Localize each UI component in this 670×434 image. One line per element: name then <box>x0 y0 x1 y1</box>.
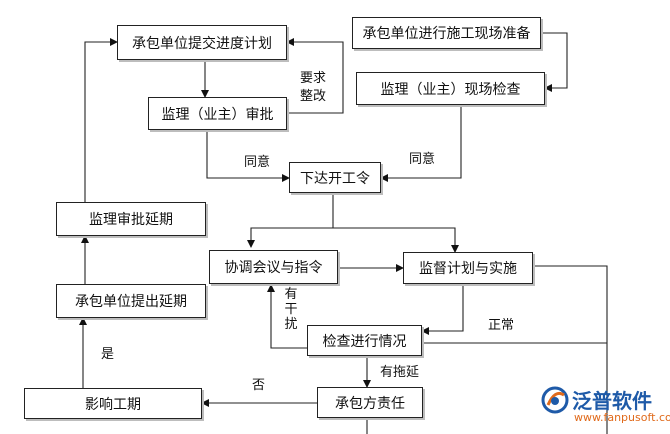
edge-order-down <box>247 193 334 248</box>
label-agree-right: 同意 <box>409 152 436 167</box>
label-interference: 有干扰 <box>284 287 298 332</box>
node-request-extension: 承包单位提出延期 <box>56 284 206 318</box>
label-no: 否 <box>252 378 266 393</box>
node-supervisor-approve: 监理（业主）审批 <box>148 97 287 130</box>
edge-prep-to-inspect <box>541 32 568 92</box>
label-agree-left: 同意 <box>244 155 271 170</box>
edge-approve-to-order <box>206 130 290 182</box>
edge-normal-right <box>533 265 608 434</box>
label-rectify: 要求 整改 <box>299 71 326 104</box>
node-coord-meeting: 协调会议与指令 <box>209 250 338 284</box>
node-submit-plan: 承包单位提交进度计划 <box>117 25 287 60</box>
logo-text: 泛普软件 <box>572 389 652 413</box>
edge-inspect-to-order <box>380 105 462 182</box>
edge-rectify-loop <box>286 38 344 114</box>
fanpu-logo: 泛普软件 www.fanpusoft.com <box>540 383 670 431</box>
node-schedule-impact: 影响工期 <box>24 388 202 419</box>
node-contractor-resp: 承包方责任 <box>317 387 423 418</box>
node-site-prep: 承包单位进行施工现场准备 <box>352 17 541 49</box>
node-supervise-impl: 监督计划与实施 <box>403 252 533 284</box>
edge-extension-to-plan <box>84 38 118 202</box>
label-normal: 正常 <box>488 318 515 333</box>
label-yes: 是 <box>101 347 115 362</box>
fanpu-logo-icon <box>541 386 569 414</box>
edge-supervise-to-check <box>421 284 464 335</box>
node-check-progress: 检查进行情况 <box>307 325 422 356</box>
logo-url: www.fanpusoft.com <box>574 411 670 424</box>
label-delay: 有拖延 <box>380 365 420 380</box>
edge-order-to-supervise <box>333 227 459 253</box>
node-approve-extension: 监理审批延期 <box>56 202 206 236</box>
node-issue-order: 下达开工令 <box>289 162 381 193</box>
node-site-inspect: 监理（业主）现场检查 <box>356 72 545 105</box>
edge-check-to-coord <box>267 284 307 349</box>
